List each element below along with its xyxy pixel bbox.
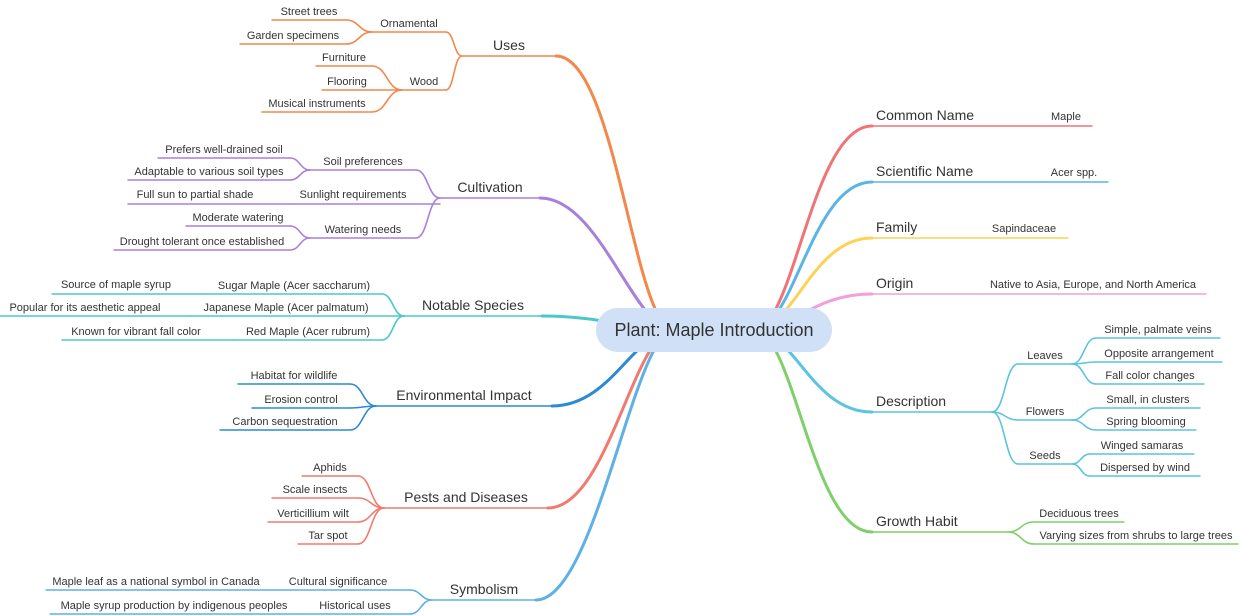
- leaf-varying-sizes-link: [1007, 531, 1035, 545]
- sub-seeds-link: [991, 411, 1019, 465]
- symbolism-branch-label[interactable]: Symbolism: [450, 581, 518, 597]
- leaf-well-drained-label[interactable]: Prefers well-drained soil: [165, 144, 282, 156]
- sub-soil-preferences-link: [415, 169, 441, 199]
- leaf-garden-specimens-label[interactable]: Garden specimens: [247, 30, 340, 42]
- leaf-maple-syrup-label[interactable]: Source of maple syrup: [61, 279, 171, 291]
- sub-leaves-link: [991, 363, 1019, 413]
- leaf-erosion-label[interactable]: Erosion control: [264, 394, 337, 406]
- leaf-winged-samaras-label[interactable]: Winged samaras: [1101, 440, 1184, 452]
- leaf-furniture-label[interactable]: Furniture: [322, 52, 366, 64]
- origin-branch-label[interactable]: Origin: [876, 275, 913, 291]
- leaf-verticillium-label[interactable]: Verticillium wilt: [277, 508, 349, 520]
- sub-red-maple-link: [381, 315, 405, 341]
- sub-watering-needs-link: [415, 197, 441, 239]
- leaf-small-in-clusters-link: [1071, 407, 1097, 421]
- leaf-moderate-watering-label[interactable]: Moderate watering: [192, 212, 283, 224]
- sub-wood-link: [445, 55, 463, 91]
- leaf-well-drained-link: [289, 157, 311, 171]
- growth-branch-link: [752, 328, 874, 534]
- leaf-deciduous-trees-label[interactable]: Deciduous trees: [1039, 508, 1119, 520]
- family-leaf-label[interactable]: Sapindaceae: [992, 223, 1056, 235]
- leaf-furniture-link: [371, 65, 403, 91]
- leaf-adaptable-soil-link: [289, 169, 311, 181]
- leaf-simple-palmate-veins-link: [1071, 337, 1097, 365]
- sub-sunlight-label[interactable]: Sunlight requirements: [299, 189, 407, 201]
- leaf-dispersed-by-wind-label[interactable]: Dispersed by wind: [1100, 462, 1190, 474]
- sub-sugar-maple-label[interactable]: Sugar Maple (Acer saccharum): [218, 280, 370, 292]
- leaf-drought-tolerant-label[interactable]: Drought tolerant once established: [120, 236, 285, 248]
- leaf-deciduous-trees-link: [1007, 521, 1035, 533]
- family-branch-label[interactable]: Family: [876, 219, 917, 235]
- leaf-habitat-link: [349, 383, 377, 407]
- sub-seeds-label[interactable]: Seeds: [1029, 450, 1061, 462]
- species-branch-label[interactable]: Notable Species: [422, 297, 524, 313]
- scientific-branch-label[interactable]: Scientific Name: [876, 163, 973, 179]
- sub-ornamental-link: [445, 31, 463, 57]
- sub-historical-link: [409, 599, 433, 615]
- leaf-scale-insects-label[interactable]: Scale insects: [283, 484, 348, 496]
- scientific-leaf-label[interactable]: Acer spp.: [1051, 167, 1097, 179]
- root-label: Plant: Maple Introduction: [614, 319, 814, 340]
- leaf-garden-specimens-link: [345, 31, 373, 45]
- pests-branch-link: [546, 328, 676, 510]
- leaf-varying-sizes-label[interactable]: Varying sizes from shrubs to large trees: [1040, 530, 1233, 542]
- sub-wood-label[interactable]: Wood: [410, 76, 439, 88]
- leaf-simple-palmate-veins-label[interactable]: Simple, palmate veins: [1104, 324, 1212, 336]
- leaf-indigenous-label[interactable]: Maple syrup production by indigenous peo…: [61, 600, 288, 612]
- leaf-tar-spot-label[interactable]: Tar spot: [308, 530, 347, 542]
- leaf-spring-blooming-label[interactable]: Spring blooming: [1106, 416, 1186, 428]
- leaf-moderate-watering-link: [289, 225, 311, 239]
- leaf-opposite-arrangement-label[interactable]: Opposite arrangement: [1104, 348, 1213, 360]
- leaf-winged-samaras-link: [1071, 453, 1091, 465]
- leaf-small-in-clusters-label[interactable]: Small, in clusters: [1106, 394, 1190, 406]
- leaf-adaptable-soil-label[interactable]: Adaptable to various soil types: [134, 166, 284, 178]
- sub-red-maple-label[interactable]: Red Maple (Acer rubrum): [246, 326, 370, 338]
- leaf-flooring-label[interactable]: Flooring: [327, 76, 367, 88]
- sub-cultural-link: [409, 589, 433, 601]
- leaf-fall-color-changes-label[interactable]: Fall color changes: [1105, 370, 1195, 382]
- sub-soil-preferences-label[interactable]: Soil preferences: [323, 156, 403, 168]
- symbolism-branch-link: [534, 328, 676, 602]
- leaf-tar-spot-link: [357, 507, 385, 545]
- leaf-musical-instruments-link: [371, 89, 403, 113]
- leaf-carbon-label[interactable]: Carbon sequestration: [232, 416, 337, 428]
- sub-ornamental-label[interactable]: Ornamental: [380, 18, 437, 30]
- leaf-street-trees-label[interactable]: Street trees: [281, 6, 338, 18]
- growth-branch-label[interactable]: Growth Habit: [876, 513, 958, 529]
- cultivation-branch-label[interactable]: Cultivation: [457, 179, 522, 195]
- origin-leaf-label[interactable]: Native to Asia, Europe, and North Americ…: [990, 279, 1197, 291]
- sub-flowers-label[interactable]: Flowers: [1026, 406, 1065, 418]
- sub-cultural-label[interactable]: Cultural significance: [289, 576, 387, 588]
- leaf-carbon-link: [349, 405, 377, 431]
- leaf-fall-color-label[interactable]: Known for vibrant fall color: [71, 326, 201, 338]
- environment-branch-label[interactable]: Environmental Impact: [396, 387, 532, 403]
- common-branch-link: [752, 124, 874, 332]
- leaf-canada-label[interactable]: Maple leaf as a national symbol in Canad…: [52, 576, 260, 588]
- leaf-spring-blooming-link: [1071, 419, 1097, 431]
- leaf-aphids-label[interactable]: Aphids: [313, 462, 347, 474]
- leaf-street-trees-link: [345, 19, 373, 33]
- leaf-habitat-label[interactable]: Habitat for wildlife: [251, 370, 338, 382]
- leaf-aesthetic-label[interactable]: Popular for its aesthetic appeal: [9, 302, 160, 314]
- sub-sugar-maple-link: [381, 293, 405, 317]
- leaf-full-sun-label[interactable]: Full sun to partial shade: [137, 189, 254, 201]
- common-leaf-label[interactable]: Maple: [1051, 111, 1081, 123]
- leaf-musical-instruments-label[interactable]: Musical instruments: [268, 98, 366, 110]
- sub-leaves-label[interactable]: Leaves: [1027, 350, 1063, 362]
- leaf-drought-tolerant-link: [289, 237, 311, 251]
- sub-historical-label[interactable]: Historical uses: [319, 600, 391, 612]
- uses-branch-label[interactable]: Uses: [493, 37, 525, 53]
- description-branch-label[interactable]: Description: [876, 393, 946, 409]
- sub-japanese-maple-label[interactable]: Japanese Maple (Acer palmatum): [203, 302, 368, 314]
- root-node[interactable]: Plant: Maple Introduction: [596, 308, 832, 352]
- leaf-fall-color-changes-link: [1071, 363, 1097, 385]
- leaf-dispersed-by-wind-link: [1071, 463, 1091, 477]
- uses-branch-link: [554, 54, 676, 332]
- sub-watering-needs-label[interactable]: Watering needs: [325, 224, 402, 236]
- pests-branch-label[interactable]: Pests and Diseases: [404, 489, 528, 505]
- common-branch-label[interactable]: Common Name: [876, 107, 974, 123]
